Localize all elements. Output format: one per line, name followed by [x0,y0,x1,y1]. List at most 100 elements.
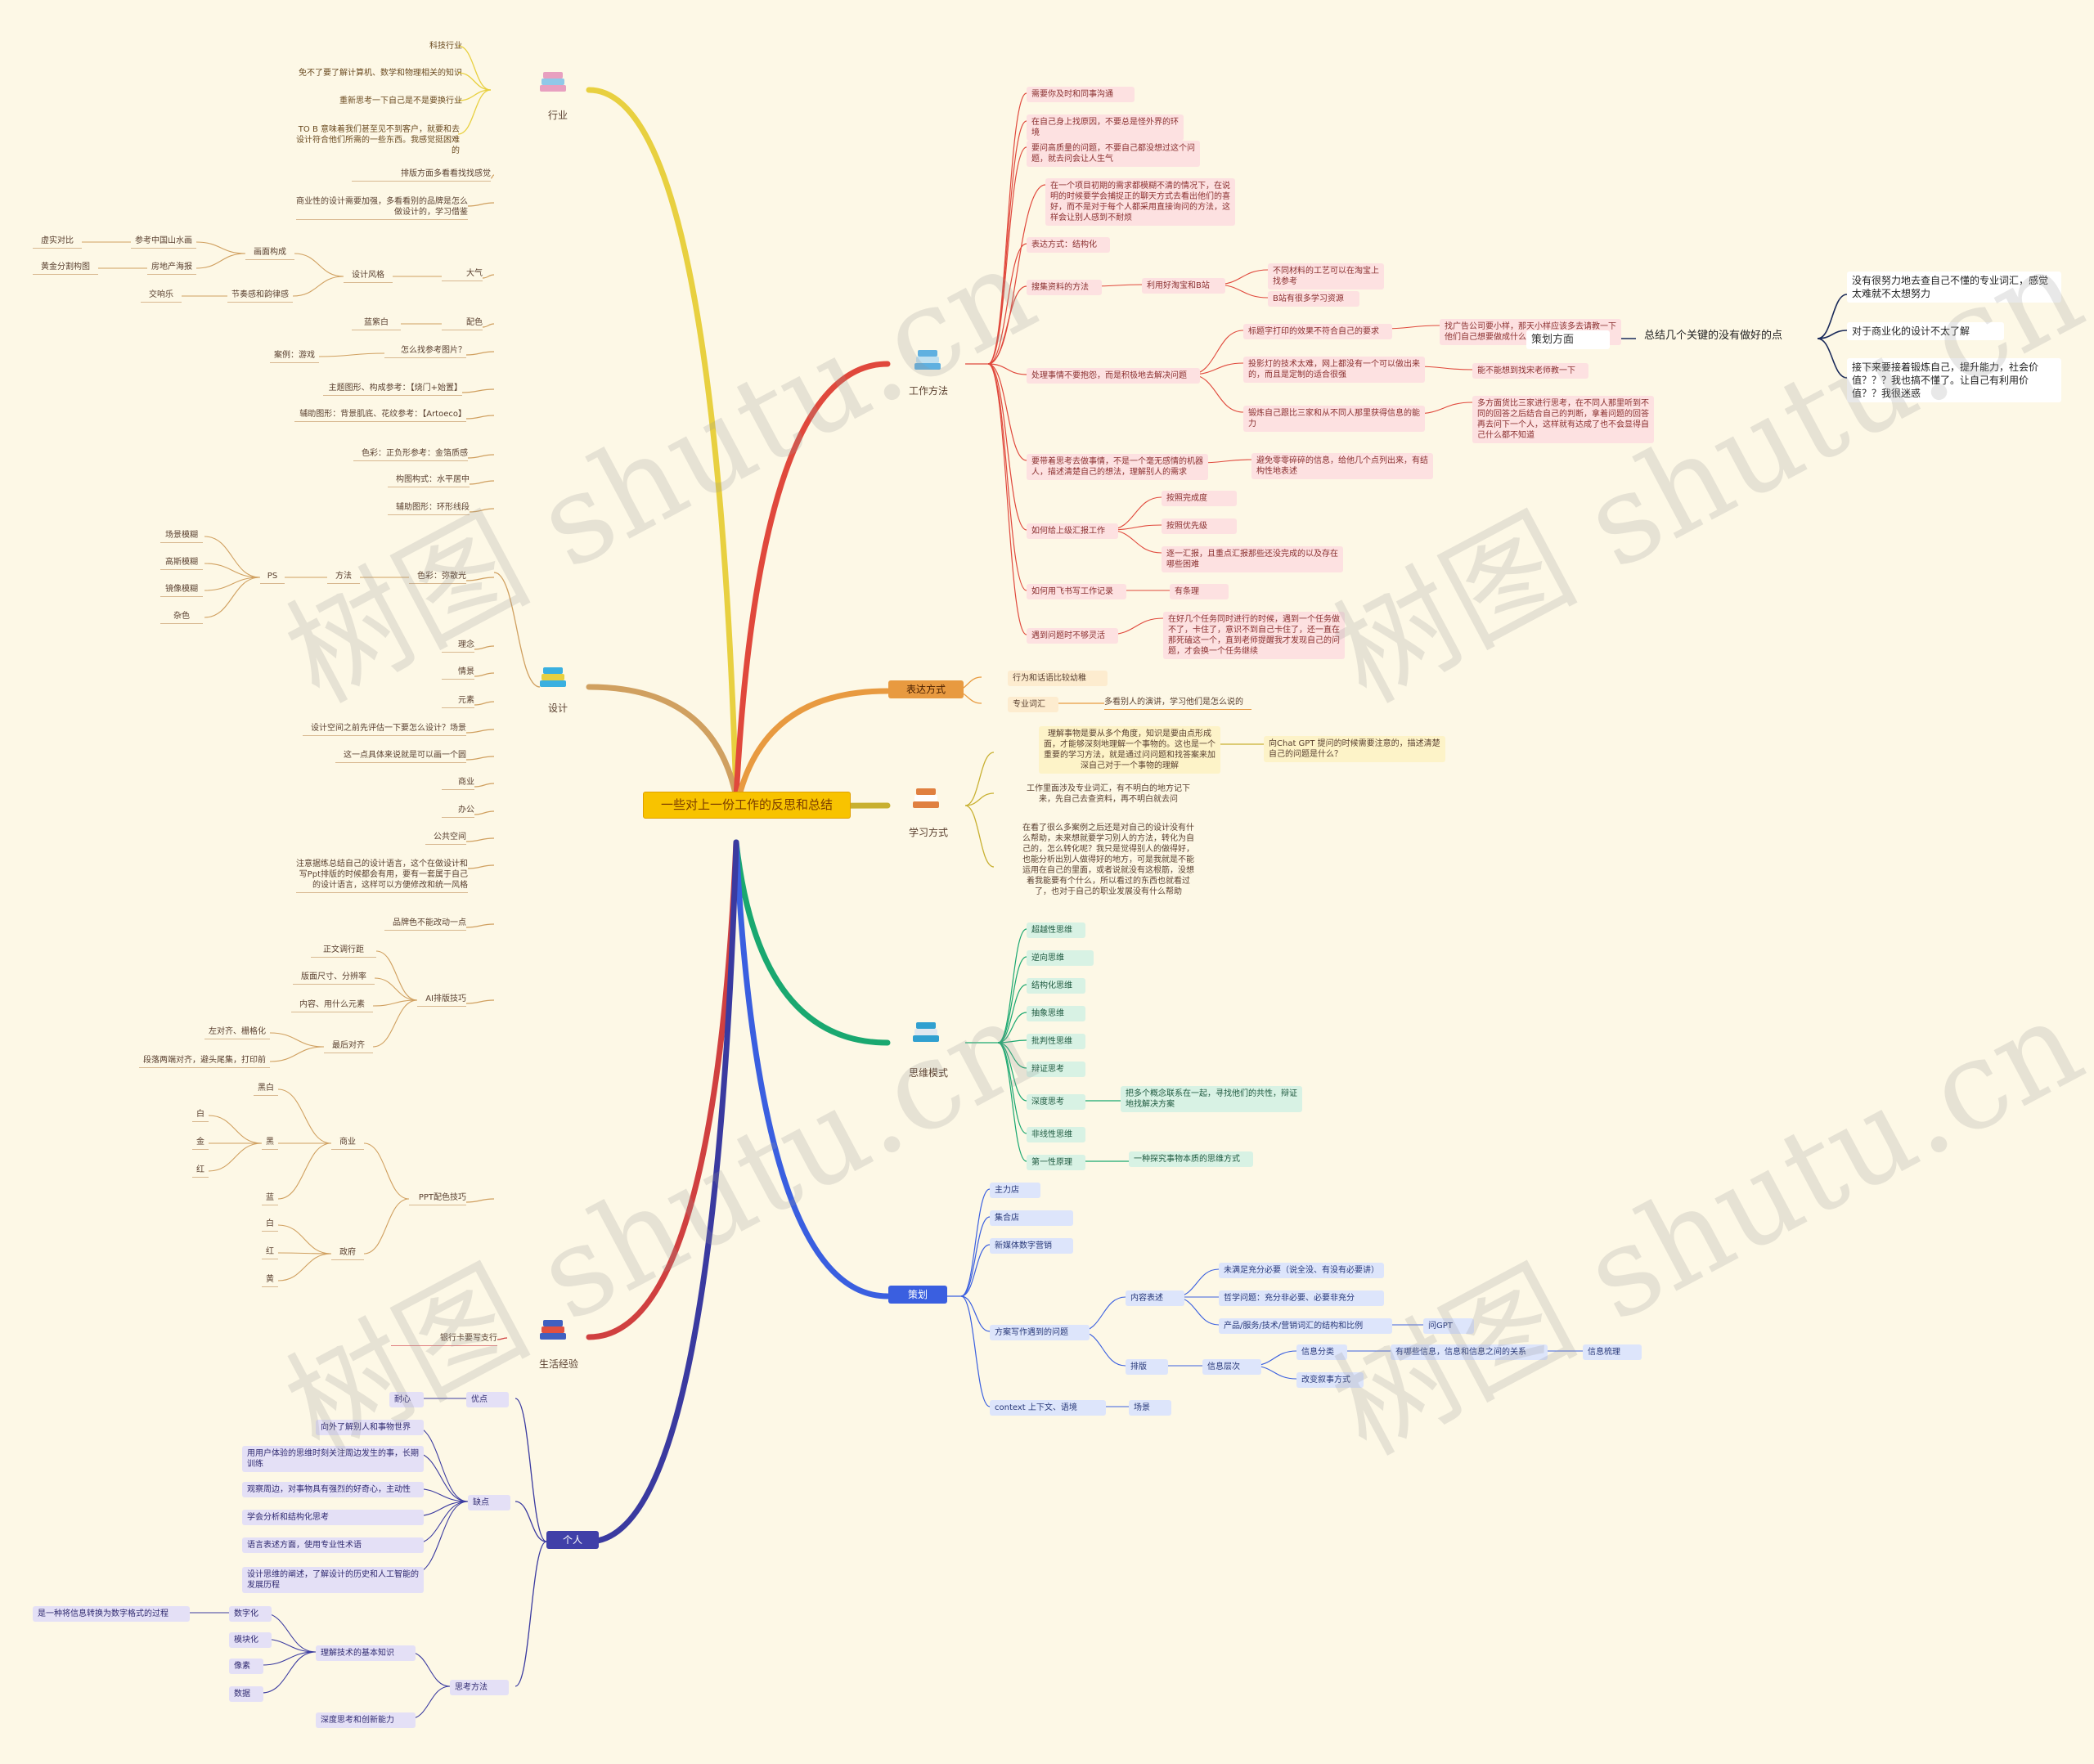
topic-node[interactable]: 批判性思维 [1027,1034,1085,1049]
topic-node[interactable]: 配色 [442,317,483,330]
branch-industry[interactable]: 行业 [541,109,574,122]
topic-node[interactable]: 问GPT [1423,1318,1474,1334]
topic-node[interactable]: 优点 [466,1392,509,1407]
topic-node[interactable]: 方案写作遇到的问题 [990,1325,1090,1340]
topic-node[interactable]: 镜像模糊 [160,584,203,597]
topic-node[interactable]: 不同材料的工艺可以在淘宝上找参考 [1268,263,1384,290]
topic-node[interactable]: 有条理 [1170,584,1229,599]
topic-node[interactable]: 理念 [442,640,474,653]
topic-node[interactable]: 色彩：弥散光 [409,571,466,584]
topic-node[interactable]: 最后对齐 [324,1040,373,1053]
key-point-card[interactable]: 没有很努力地去查自己不懂的专业词汇，感觉太难就不太想努力 [1847,272,2061,303]
topic-node[interactable]: 排版 [1126,1359,1168,1375]
topic-node[interactable]: 第一性原理 [1027,1155,1085,1170]
topic-node[interactable]: 耐心 [389,1392,424,1407]
topic-node[interactable]: 表达方式：结构化 [1027,237,1110,253]
topic-node[interactable]: 内容、用什么元素 [291,999,373,1012]
topic-node[interactable]: 在自己身上找原因，不要总是怪外界的环境 [1027,114,1184,141]
topic-node[interactable]: 在看了很么多案例之后还是对自己的设计没有什么帮助，未来想就要学习别人的方法，转化… [1022,823,1194,897]
topic-node[interactable]: 像素 [229,1659,263,1674]
topic-node[interactable]: 向外了解别人和事物世界 [316,1420,424,1435]
topic-node[interactable]: 需要你及时和同事沟通 [1027,87,1135,102]
topic-node[interactable]: 如何给上级汇报工作 [1027,523,1118,539]
topic-node[interactable]: 杂色 [160,611,203,624]
topic-node[interactable]: 观察周边，对事物具有强烈的好奇心，主动性 [242,1482,424,1497]
topic-node[interactable]: 超越性思维 [1027,922,1085,938]
topic-node[interactable]: 按照优先级 [1162,518,1237,534]
topic-node[interactable]: 信息分类 [1296,1344,1347,1360]
topic-node[interactable]: 多看别人的演讲，学习他们是怎么说的 [1104,697,1251,710]
topic-node[interactable]: 用用户体验的思维时刻关注周边发生的事，长期训练 [242,1446,424,1472]
topic-node[interactable]: 白 [262,1219,278,1232]
topic-node[interactable]: 标题字打印的效果不符合自己的要求 [1243,324,1392,339]
branch-design[interactable]: 设计 [541,702,574,715]
topic-node[interactable]: 未满足充分必要（说全没、有没有必要讲） [1219,1263,1384,1278]
topic-node[interactable]: 内容表述 [1126,1290,1184,1306]
topic-node[interactable]: 情景 [442,667,474,680]
topic-node[interactable]: 银行卡要写支行 [391,1333,497,1346]
topic-node[interactable]: 蓝紫白 [352,317,401,330]
topic-node[interactable]: 理解技术的基本知识 [316,1645,416,1661]
topic-node[interactable]: 免不了要了解计算机、数学和物理相关的知识 [294,68,462,79]
topic-node[interactable]: 非线性思维 [1027,1127,1085,1142]
topic-node[interactable]: 正文调行距 [311,945,376,958]
topic-node[interactable]: 抽象思维 [1027,1006,1085,1021]
branch-learning[interactable]: 学习方式 [900,826,957,839]
topic-node[interactable]: 一种探究事物本质的思维方式 [1129,1151,1253,1167]
topic-node[interactable]: 利用好淘宝和B站 [1142,278,1225,294]
topic-node[interactable]: 专业词汇 [1008,697,1058,712]
branch-expression[interactable]: 表达方式 [888,680,964,698]
topic-node[interactable]: 办公 [442,805,474,818]
topic-node[interactable]: 信息层次 [1202,1359,1261,1375]
topic-node[interactable]: 高斯模糊 [160,557,203,570]
topic-node[interactable]: 主力店 [990,1183,1040,1198]
key-point-card[interactable]: 对于商业化的设计不太了解 [1847,322,2004,340]
topic-node[interactable]: 红 [262,1246,278,1259]
topic-node[interactable]: PS [260,571,285,584]
topic-node[interactable]: 在一个项目初期的需求都模糊不清的情况下，在说明的时候要学会捕捉正的聊天方式去看出… [1045,178,1235,226]
topic-node[interactable]: 辅助图形：背景肌底、花纹参考：【Artoeco】 [294,409,466,422]
topic-node[interactable]: 怎么找参考图片？ [384,345,466,358]
topic-node[interactable]: 辩证思考 [1027,1062,1085,1077]
topic-node[interactable]: context 上下文、语境 [990,1400,1106,1416]
topic-node[interactable]: 方法 [327,571,360,584]
topic-node[interactable]: 行为和话语比较幼稚 [1008,671,1108,686]
key-point-card[interactable]: 接下来要接着锻炼自己，提升能力，社会价值？？？我也搞不懂了。让自己有利用价值？？… [1847,358,2061,402]
branch-personal[interactable]: 个人 [546,1531,599,1549]
topic-node[interactable]: 是一种将信息转换为数字格式的过程 [33,1606,190,1622]
topic-node[interactable]: 深度思考 [1027,1094,1085,1110]
topic-node[interactable]: 画面构成 [245,247,294,260]
topic-node[interactable]: 商业 [331,1137,364,1150]
topic-node[interactable]: 投影灯的技术太难，网上都没有一个可以做出来的，而且是定制的适合很强 [1243,357,1425,383]
topic-node[interactable]: 房地产海报 [147,262,196,275]
topic-node[interactable]: 主题图形、构成参考：【烧门+始置】 [323,383,462,396]
topic-node[interactable]: 黑 [262,1137,278,1150]
topic-node[interactable]: 要带着思考去做事情，不是一个毫无感情的机器人，描述清楚自己的想法，理解别人的需求 [1027,454,1208,480]
topic-node[interactable]: 场景 [1129,1400,1171,1416]
topic-node[interactable]: 交响乐 [141,290,182,303]
topic-node[interactable]: 改变叙事方式 [1296,1372,1364,1388]
topic-node[interactable]: 数字化 [229,1606,272,1622]
branch-work[interactable]: 工作方法 [900,384,957,397]
topic-node[interactable]: 政府 [331,1247,364,1260]
topic-node[interactable]: 品牌色不能改动一点 [384,918,466,931]
topic-node[interactable]: 左对齐、栅格化 [204,1026,270,1039]
topic-node[interactable]: 蓝 [262,1192,278,1205]
topic-node[interactable]: 段落两端对齐，避头尾集，打印前 [139,1055,270,1068]
topic-node[interactable]: 科技行业 [327,41,462,52]
topic-node[interactable]: 思考方法 [450,1680,509,1695]
topic-node[interactable]: 重新思考一下自己是不是要换行业 [327,96,462,106]
topic-node[interactable]: 场景模糊 [160,530,203,543]
topic-node[interactable]: 元素 [442,695,474,708]
topic-node[interactable]: 在好几个任务同时进行的时候，遇到一个任务做不了，卡住了，意识不到自己卡住了，还一… [1163,612,1345,659]
topic-node[interactable]: 构图构式：水平居中 [388,474,470,487]
topic-node[interactable]: 设计空间之前先评估一下要怎么设计？场景 [303,723,466,736]
planning-side-node[interactable]: 策划方面 [1526,330,1610,349]
topic-node[interactable]: 商业性的设计需要加强，多看看别的品牌是怎么做设计的，学习借鉴 [296,196,468,220]
topic-node[interactable]: 色彩：正负形参考：金箔质感 [353,448,468,461]
topic-node[interactable]: 要问高质量的问题，不要自己都没想过这个问题，就去问会让人生气 [1027,141,1200,167]
topic-node[interactable]: 处理事情不要抱怨，而是积极地去解决问题 [1027,368,1200,384]
topic-node[interactable]: 红 [192,1165,209,1178]
branch-thinking[interactable]: 思维模式 [900,1066,957,1079]
topic-node[interactable]: 有哪些信息，信息和信息之间的关系 [1391,1344,1548,1360]
